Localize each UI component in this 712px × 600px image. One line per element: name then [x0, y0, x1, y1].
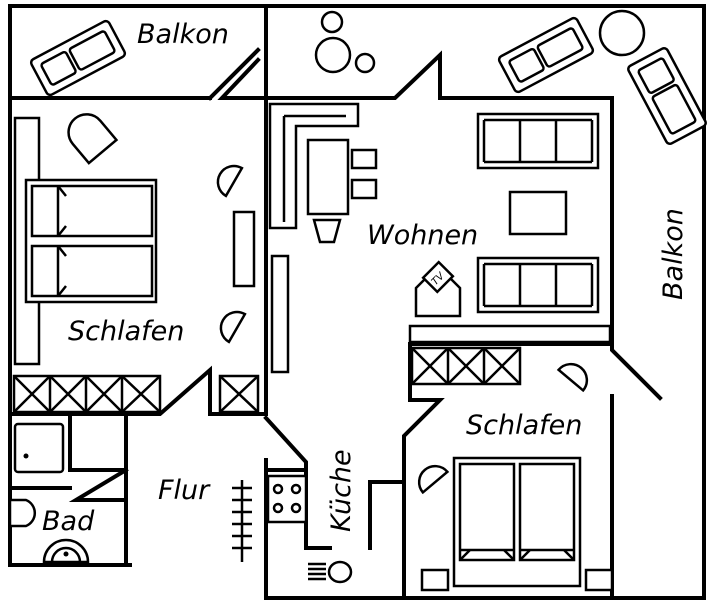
kitchen-sink: [308, 560, 353, 584]
coffee-table: [508, 190, 568, 236]
tv: TV: [414, 260, 462, 318]
sideboard-living: [408, 324, 612, 344]
double-bed-left: [24, 178, 158, 304]
stove: [266, 474, 308, 524]
double-bed-right: [452, 456, 582, 588]
room-label-balkon-right: Balkon: [658, 208, 689, 300]
deck-chair-top-right-1: [497, 16, 595, 94]
chair-left-bedroom-2: [219, 310, 247, 344]
toilet: [8, 498, 36, 528]
sofa-bottom: [476, 256, 600, 314]
chair-left-bedroom-1: [216, 164, 244, 198]
nightstand-right-1: [420, 568, 450, 592]
room-label-balkon-top-left: Balkon: [137, 19, 229, 50]
armchair-left-bedroom: [67, 113, 119, 165]
room-label-kueche: Küche: [326, 449, 357, 532]
coat-rack: [232, 480, 252, 562]
kitchen-counter-l: [268, 102, 360, 230]
deck-chair-top-left: [29, 19, 127, 97]
shower: [13, 422, 65, 474]
room-label-bad: Bad: [42, 506, 95, 537]
dresser-left: [232, 210, 256, 288]
shelf-living-left: [270, 254, 290, 374]
nightstand-right-2: [584, 568, 614, 592]
dining-chairs: [312, 148, 378, 244]
chair-right-bedroom-1: [556, 362, 589, 393]
wardrobe-right: [410, 346, 522, 386]
room-label-wohnen: Wohnen: [367, 220, 478, 251]
sofa-top: [476, 112, 600, 170]
cabinet-small-left: [218, 374, 260, 414]
dining-table: [306, 138, 350, 216]
walls: [8, 4, 706, 600]
wardrobe-bottom-left: [12, 374, 162, 414]
round-table-chairs: [314, 10, 376, 74]
room-label-flur: Flur: [158, 475, 211, 506]
room-label-schlafen-right: Schlafen: [466, 410, 582, 441]
chair-right-bedroom-2: [417, 464, 450, 495]
room-label-schlafen-left: Schlafen: [68, 316, 184, 347]
round-table-right: [598, 9, 646, 57]
deck-chair-right: [627, 46, 707, 146]
sink: [42, 538, 90, 564]
